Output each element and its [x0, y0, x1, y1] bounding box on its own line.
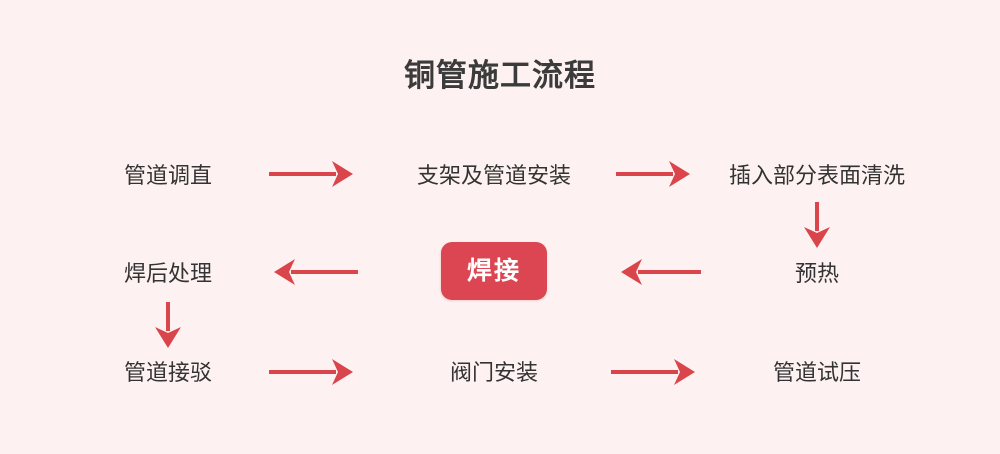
arrow-down-icon — [804, 202, 830, 248]
arrow-right-icon — [269, 161, 353, 187]
arrow-right-icon — [611, 359, 695, 385]
arrow-left-icon — [274, 259, 358, 285]
flow-node: 管道调直 — [123, 163, 213, 188]
flow-node: 支架及管道安装 — [416, 163, 572, 188]
flow-node: 阀门安装 — [449, 360, 539, 385]
arrow-down-icon — [155, 302, 181, 348]
flow-node: 管道接驳 — [123, 360, 213, 385]
arrow-right-icon — [269, 359, 353, 385]
flow-node-highlight: 焊接 — [440, 242, 548, 300]
flow-node: 焊后处理 — [123, 261, 213, 286]
arrow-right-icon — [616, 161, 690, 187]
flow-node: 管道试压 — [772, 360, 862, 385]
flow-node: 插入部分表面清洗 — [728, 163, 906, 188]
flow-node: 预热 — [794, 261, 840, 286]
page-title: 铜管施工流程 — [404, 58, 596, 93]
arrow-left-icon — [621, 259, 701, 285]
